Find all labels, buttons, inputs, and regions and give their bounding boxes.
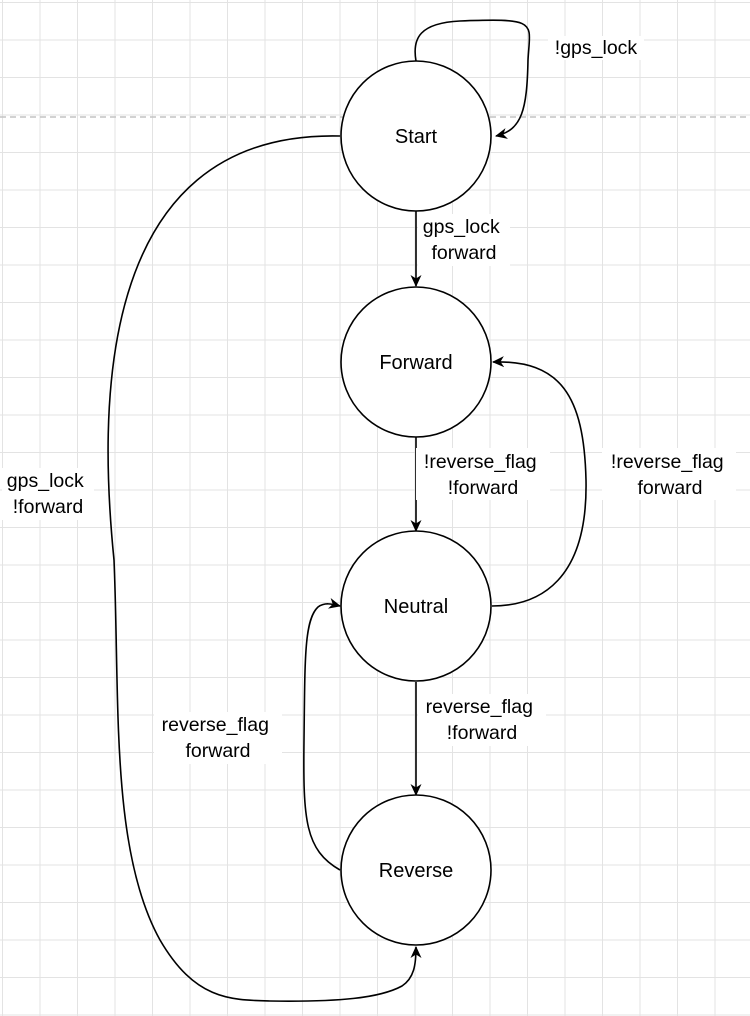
state-reverse[interactable]: Reverse: [340, 794, 492, 946]
state-forward[interactable]: Forward: [340, 286, 492, 438]
state-forward-label: Forward: [379, 352, 452, 374]
edge-start-self[interactable]: [414, 19, 531, 139]
edge-start-to-reverse[interactable]: [107, 135, 422, 1002]
edge-label-neutral-to-forward: !reverse_flag forward: [611, 451, 729, 499]
edge-label-start-self: !gps_lock: [555, 37, 638, 59]
edge-neutral-to-forward[interactable]: [491, 356, 587, 607]
edge-label-neutral-to-reverse: reverse_flag !forward: [426, 696, 539, 744]
state-reverse-label: Reverse: [379, 860, 453, 882]
state-start[interactable]: Start: [340, 60, 492, 212]
edge-label-start-to-forward: gps_lock forward: [423, 216, 505, 264]
state-start-label: Start: [395, 126, 438, 148]
edge-label-start-to-reverse: gps_lock !forward: [7, 470, 89, 518]
state-neutral-label: Neutral: [384, 596, 448, 618]
edge-label-reverse-to-neutral: reverse_flag forward: [162, 714, 275, 762]
edge-label-forward-to-neutral: !reverse_flag !forward: [424, 451, 542, 499]
state-neutral[interactable]: Neutral: [340, 530, 492, 682]
edge-reverse-to-neutral[interactable]: [303, 597, 341, 871]
